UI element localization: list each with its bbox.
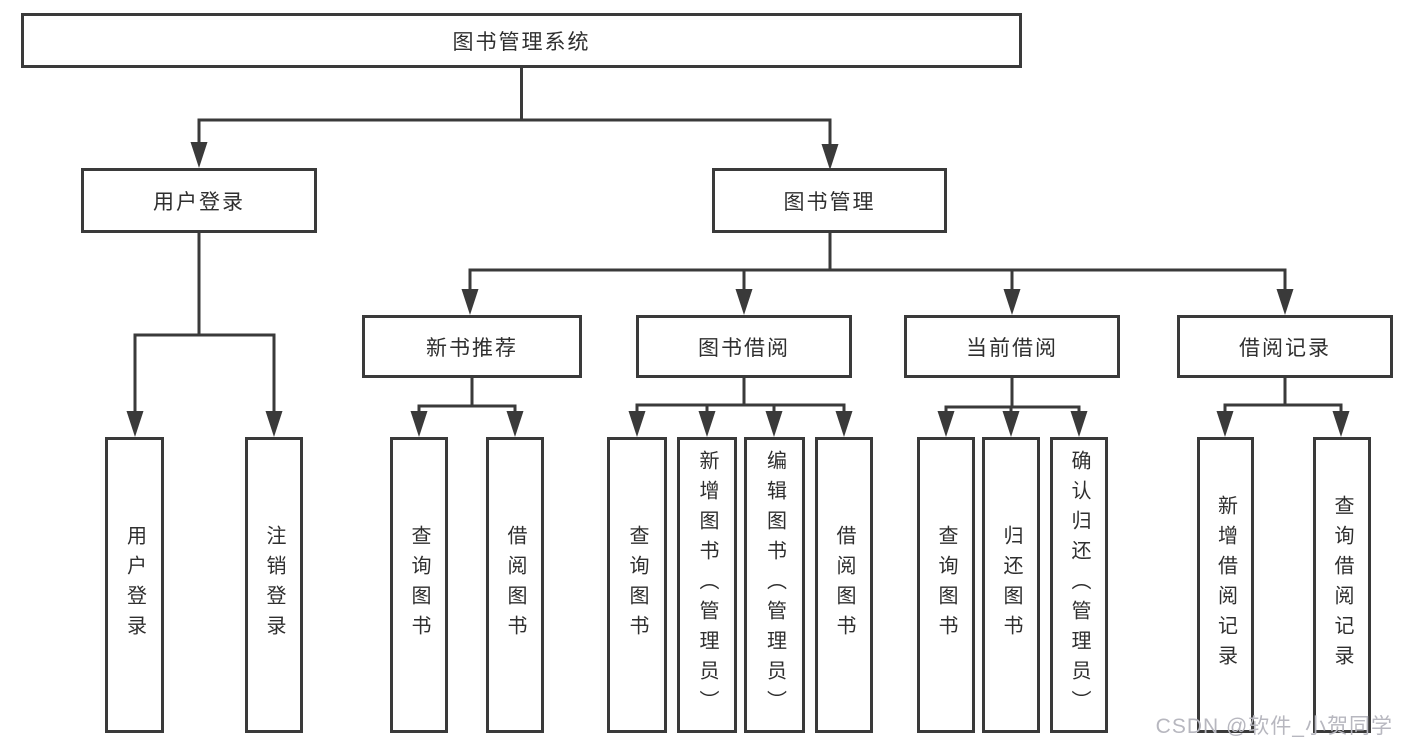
leaf-query-borrow-record: 查询借阅记录 [1313, 437, 1371, 733]
leaf-recommend-query-books-label: 查询图书 [408, 525, 430, 645]
leaf-recommend-borrow-books-label: 借阅图书 [504, 525, 526, 645]
node-book-borrow-label: 图书借阅 [698, 336, 790, 360]
leaf-current-query-books: 查询图书 [917, 437, 975, 733]
leaf-confirm-return-admin-label: 确认归还（管理员） [1068, 450, 1090, 720]
node-book-management: 图书管理 [712, 168, 947, 233]
node-borrow-records: 借阅记录 [1177, 315, 1393, 378]
leaf-return-books: 归还图书 [982, 437, 1040, 733]
leaf-borrow-books-label: 借阅图书 [833, 525, 855, 645]
leaf-borrow-query-books-label: 查询图书 [626, 525, 648, 645]
leaf-user-login: 用户登录 [105, 437, 164, 733]
leaf-return-books-label: 归还图书 [1000, 525, 1022, 645]
leaf-borrow-query-books: 查询图书 [607, 437, 667, 733]
leaf-edit-books-admin-label: 编辑图书（管理员） [763, 450, 786, 720]
leaf-edit-books-admin: 编辑图书（管理员） [744, 437, 805, 733]
watermark: CSDN @软件_小贺同学 [1155, 715, 1393, 738]
node-new-book-recommend: 新书推荐 [362, 315, 582, 378]
leaf-recommend-borrow-books: 借阅图书 [486, 437, 544, 733]
leaf-user-login-label: 用户登录 [123, 525, 146, 645]
node-user-login-label: 用户登录 [153, 190, 245, 214]
leaf-add-borrow-record: 新增借阅记录 [1197, 437, 1254, 733]
leaf-recommend-query-books: 查询图书 [390, 437, 448, 733]
node-root-label: 图书管理系统 [452, 30, 591, 54]
leaf-current-query-books-label: 查询图书 [935, 525, 957, 645]
leaf-add-books-admin: 新增图书（管理员） [677, 437, 737, 733]
node-user-login: 用户登录 [81, 168, 317, 233]
node-current-borrow: 当前借阅 [904, 315, 1120, 378]
node-book-borrow: 图书借阅 [636, 315, 852, 378]
leaf-confirm-return-admin: 确认归还（管理员） [1050, 437, 1108, 733]
leaf-add-borrow-record-label: 新增借阅记录 [1214, 495, 1237, 675]
node-root: 图书管理系统 [21, 13, 1022, 68]
leaf-logout: 注销登录 [245, 437, 303, 733]
node-borrow-records-label: 借阅记录 [1239, 336, 1331, 360]
node-current-borrow-label: 当前借阅 [966, 336, 1058, 360]
leaf-logout-label: 注销登录 [263, 525, 285, 645]
leaf-query-borrow-record-label: 查询借阅记录 [1331, 495, 1353, 675]
node-book-management-label: 图书管理 [783, 190, 876, 214]
leaf-add-books-admin-label: 新增图书（管理员） [696, 450, 718, 720]
node-new-book-recommend-label: 新书推荐 [426, 336, 518, 360]
leaf-borrow-books: 借阅图书 [815, 437, 873, 733]
arrowheads [126, 142, 1350, 437]
